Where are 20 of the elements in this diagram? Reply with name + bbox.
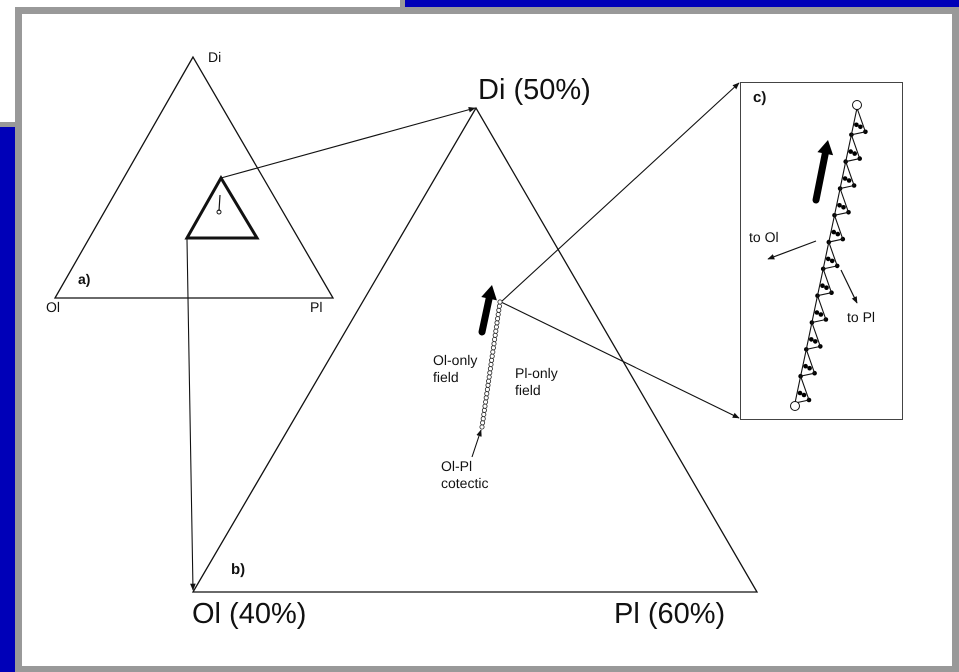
vertex-label: Pl — [310, 299, 322, 315]
panel-label: a) — [78, 271, 90, 287]
panel-label: b) — [231, 561, 246, 578]
inset-panel — [740, 82, 903, 420]
vertex-label: Ol (40%) — [192, 598, 306, 631]
arrow — [186, 238, 196, 591]
arrow — [220, 106, 476, 179]
vertex-label: Pl (60%) — [614, 598, 726, 631]
panel-label: c) — [753, 89, 766, 106]
direction-label: to Ol — [749, 229, 779, 245]
cotectic-label: Ol-Pl cotectic — [441, 458, 490, 492]
arrow — [500, 82, 740, 302]
leader-line — [471, 429, 482, 458]
vertex-label: Di — [208, 49, 222, 65]
field-label: Ol-only field — [433, 352, 478, 386]
vertex-label: Ol — [46, 299, 60, 315]
vertex-label: Di (50%) — [478, 74, 591, 107]
field-label: Pl-only field — [515, 365, 559, 399]
direction-label: to Pl — [847, 309, 876, 325]
arrow — [500, 302, 740, 418]
